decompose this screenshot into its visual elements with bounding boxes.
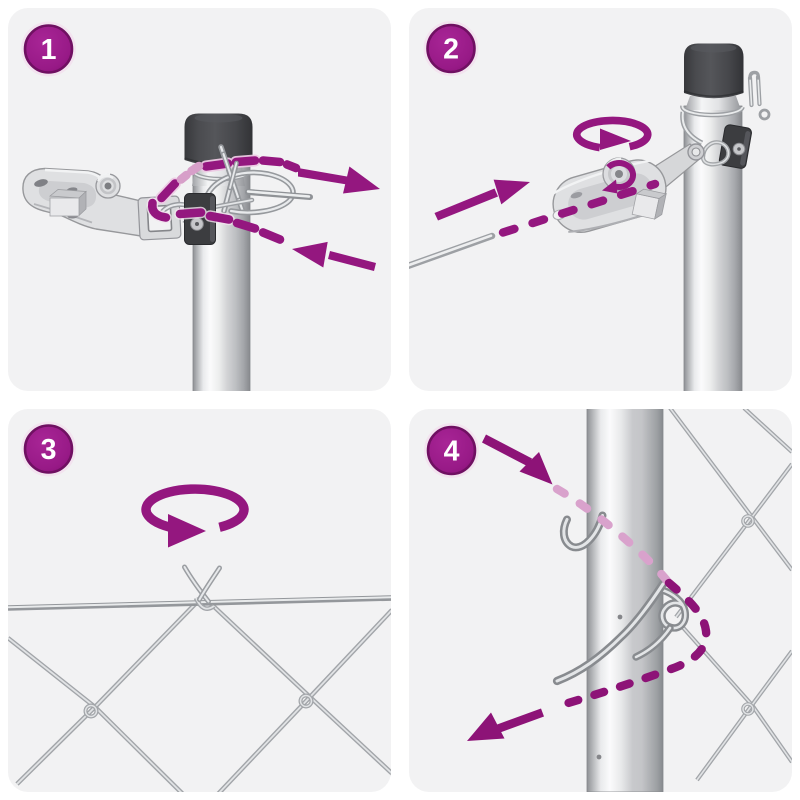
svg-text:4: 4 [444,436,460,468]
svg-text:1: 1 [41,34,57,66]
svg-text:3: 3 [41,434,57,466]
svg-text:2: 2 [443,34,459,66]
